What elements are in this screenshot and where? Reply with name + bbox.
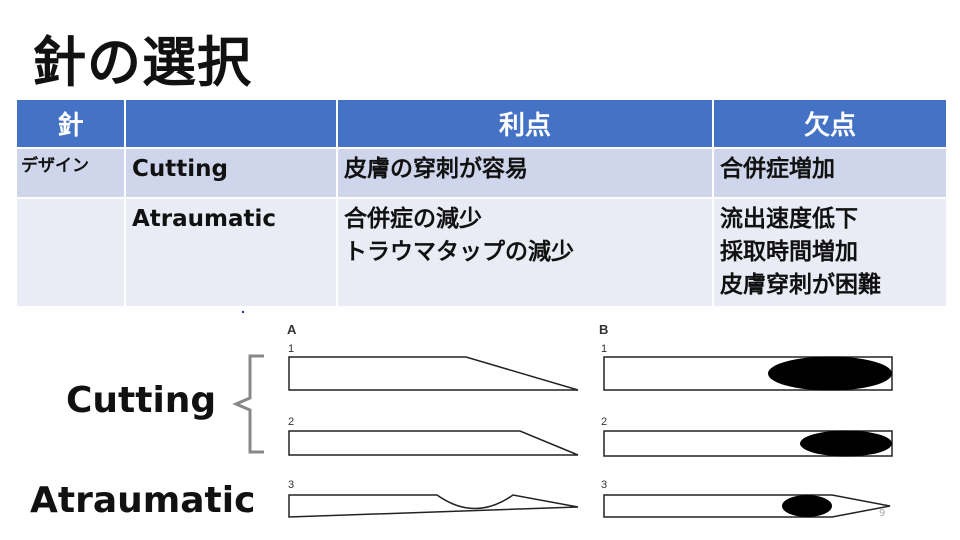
table-row: Atraumatic 合併症の減少 トラウマタップの減少 流出速度低下 採取時間… [15, 197, 948, 308]
needle-type-cell: Cutting [124, 147, 338, 199]
needle-b3-pencil-point [603, 494, 891, 518]
advantage-item: 皮膚の穿刺が容易 [344, 156, 528, 182]
needle-b1-lumen [768, 356, 892, 391]
disadvantages-cell: 合併症増加 [712, 147, 948, 199]
disadvantage-item: 皮膚穿刺が困難 [720, 272, 881, 298]
cutting-bracket [232, 354, 264, 454]
table-header-row: 針 利点 欠点 [15, 98, 948, 149]
needle-number-2a: 2 [288, 416, 294, 428]
needle-a1-cutting-bevel [288, 356, 579, 391]
needle-a3-atraumatic-side [288, 494, 579, 518]
disadvantages-cell: 流出速度低下 採取時間増加 皮膚穿刺が困難 [712, 197, 948, 308]
needle-b3-side-hole [782, 495, 832, 517]
advantage-item: トラウマタップの減少 [344, 239, 574, 265]
row-design-label: デザイン [15, 147, 126, 199]
needle-type-cell: Atraumatic [124, 197, 338, 308]
needle-number-1b: 1 [601, 343, 607, 355]
header-needle: 針 [15, 98, 126, 149]
disadvantage-item: 採取時間増加 [720, 239, 858, 265]
needle-b2-lumen [800, 430, 892, 457]
page-number: 9 [879, 508, 886, 519]
panel-a-letter: A [287, 322, 297, 337]
advantage-item: 合併症の減少 [344, 206, 482, 232]
advantages-cell: 皮膚の穿刺が容易 [336, 147, 714, 199]
advantages-cell: 合併症の減少 トラウマタップの減少 [336, 197, 714, 308]
disadvantage-item: 合併症増加 [720, 156, 835, 182]
stray-dot [241, 310, 245, 314]
atraumatic-label: Atraumatic [30, 480, 256, 521]
table-row: デザイン Cutting 皮膚の穿刺が容易 合併症増加 [15, 147, 948, 199]
needle-comparison-table: 針 利点 欠点 デザイン Cutting 皮膚の穿刺が容易 合併症増加 Atra… [15, 98, 948, 308]
header-advantages: 利点 [336, 98, 714, 149]
needle-a2-cutting-short-bevel [288, 430, 579, 456]
needle-number-3a: 3 [288, 479, 294, 491]
panel-b-letter: B [599, 322, 608, 337]
needle-number-2b: 2 [601, 416, 607, 428]
header-disadvantages: 欠点 [712, 98, 948, 149]
needle-number-3b: 3 [601, 479, 607, 491]
slide-title: 針の選択 [32, 31, 252, 94]
cutting-label: Cutting [66, 380, 217, 421]
header-blank [124, 98, 338, 149]
row-label-empty [15, 197, 126, 308]
needle-number-1a: 1 [288, 343, 294, 355]
disadvantage-item: 流出速度低下 [720, 206, 858, 232]
